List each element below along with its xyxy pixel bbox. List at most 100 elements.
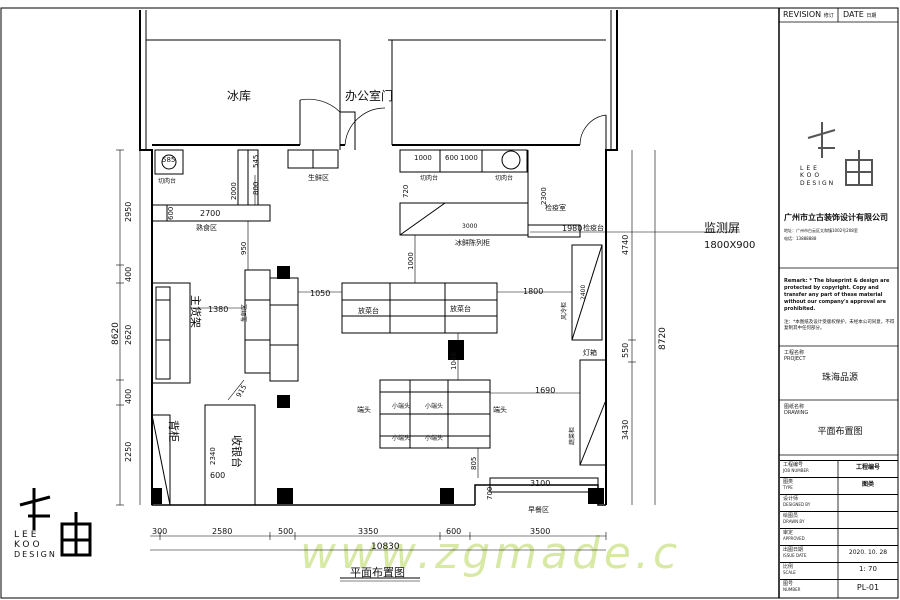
dim-2700: 2700: [200, 209, 220, 218]
job-label-en: JOB NUMBER: [783, 468, 809, 473]
watermark: www.zgmade.c: [300, 528, 682, 579]
remark-cn: 注：*本图纸及设计受版权保护，未经本公司同意，不得复制其中任何部分。: [784, 320, 895, 331]
scale-label: 比例: [783, 564, 794, 570]
dim-bottom-3: 3350: [358, 527, 378, 536]
dim-700: 700: [486, 487, 494, 500]
ice-display-cabinet: [399, 202, 529, 236]
date-cn: 日期: [866, 13, 877, 19]
number-row: 图号 NUMBER PL-01: [780, 579, 898, 598]
type-value: 图类: [861, 481, 874, 488]
number-label: 图号: [783, 581, 794, 587]
light-box-label: 灯箱: [583, 348, 597, 357]
dim-1050: 1050: [310, 289, 330, 298]
cutting-table-right1-label: 切肉台: [420, 174, 438, 182]
dim-bottom-2: 500: [278, 527, 293, 536]
dim-2000: 2000: [230, 182, 238, 200]
ice-cabinet-label: 冰鲜陈列柜: [455, 238, 490, 247]
dim-2340: 2340: [209, 447, 217, 465]
revision-cn: 修订: [823, 13, 834, 19]
approved-label: 审定: [783, 530, 794, 536]
cutting-table-right2-label: 切肉台: [495, 174, 513, 182]
corner-logo-line3: DESIGN: [14, 550, 57, 559]
dim-1380: 1380: [208, 305, 228, 314]
dim-left-c: 2620: [124, 325, 133, 345]
project-cell: 工程名称 PROJECT 珠海品源: [784, 350, 896, 383]
dim-545: 545: [252, 155, 260, 168]
small-end-cap-4: 小端头: [425, 434, 443, 442]
brand-line2: KOO: [800, 172, 823, 179]
scale-value: 1: 70: [859, 565, 877, 573]
drawn-row: 绘图员 DRAWN BY: [780, 511, 898, 528]
dim-2400: 2400: [580, 285, 587, 300]
issue-value: 2020. 10. 28: [848, 549, 888, 556]
job-value: 工程编号: [855, 464, 880, 471]
designer-label: 设计师: [783, 496, 799, 502]
dim-1000a: 1000: [407, 252, 415, 270]
date-label: DATE 日期: [843, 10, 876, 19]
number-label-en: NUMBER: [783, 587, 801, 592]
fresh-area-label: 生鲜区: [308, 173, 329, 182]
dim-950: 950: [240, 242, 248, 255]
drawing-cell: 图纸名称 DRAWING 平面布置图: [784, 404, 896, 437]
issue-label: 出图日期: [783, 547, 804, 553]
type-row: 图类 TYPE 图类: [780, 477, 898, 494]
dim-3100: 3100: [530, 479, 550, 488]
company-address: 地址：广州市白云区太和镇1002号208室: [784, 228, 858, 233]
project-value: 珠海品源: [821, 373, 858, 383]
dim-1980: 1980: [562, 224, 582, 233]
brand-line1: LEE: [800, 165, 820, 172]
drawing-title: 平面布置图: [350, 566, 405, 579]
dim-bottom-1: 2580: [212, 527, 232, 536]
approved-label-en: APPROVED: [783, 536, 805, 541]
dim-left-total: 8620: [111, 322, 121, 345]
cooked-food-label: 熟食区: [196, 223, 217, 232]
wall-right: [605, 10, 618, 151]
scale-row: 比例 SCALE 1: 70: [780, 562, 898, 579]
scale-label-en: SCALE: [783, 570, 796, 575]
cooked-food-counter: [151, 204, 271, 222]
dim-1800: 1800: [523, 287, 543, 296]
end-cap-label: 端头: [357, 405, 371, 414]
dim-bottom-4: 600: [446, 527, 461, 536]
drawn-label-en: DRAWN BY: [783, 519, 805, 524]
dim-3000: 3000: [462, 223, 477, 230]
dim-bottom-5: 3500: [530, 527, 550, 536]
monitor-screen-label: 监测屏: [704, 221, 740, 235]
dim-bottom-0: 300: [152, 527, 167, 536]
dim-720: 720: [402, 185, 410, 198]
dim-right-b: 550: [621, 343, 630, 358]
right-cabinet-top-label: 风冷柜: [560, 302, 568, 320]
drawing-value: 平面布置图: [817, 427, 863, 437]
corner-logo: LEE KOO DESIGN: [14, 530, 57, 560]
sheet-frame: [0, 7, 899, 599]
small-end-cap-2: 小端头: [425, 402, 443, 410]
type-label-en: TYPE: [783, 485, 793, 490]
remark-text: Remark: * The blueprint & design are pro…: [784, 278, 890, 312]
small-end-cap-1: 小端头: [392, 402, 410, 410]
dim-bottom-total: 10830: [371, 542, 400, 552]
dim-800: 800: [252, 182, 260, 195]
corner-logo-mark: [19, 488, 92, 557]
display-table-b-label: 放菜台: [450, 304, 471, 313]
end-cap-right-label: 端头: [493, 405, 507, 414]
cutting-table-left-label: 切肉台: [158, 177, 176, 185]
designer-label-en: DESIGNED BY: [783, 502, 811, 507]
shelf-left-label: 主货架: [189, 295, 203, 328]
dim-1000b: 1000: [414, 154, 432, 162]
issue-row: 出图日期 ISSUE DATE 2020. 10. 28: [780, 545, 898, 562]
breakfast-label: 早餐区: [528, 505, 549, 514]
job-row: 工程编号 JOB NUMBER 工程编号: [780, 460, 898, 477]
dim-right-c: 3430: [621, 420, 630, 440]
drawn-label: 绘图员: [783, 513, 799, 519]
dim-1040: 1040: [450, 352, 458, 370]
dim-2300: 2300: [540, 187, 548, 205]
project-label: 工程名称: [784, 350, 805, 356]
cashier-label: 收银台: [230, 435, 244, 468]
dim-915: 915: [235, 383, 249, 399]
quarantine-room-label: 检疫室: [545, 203, 566, 212]
approved-row: 审定 APPROVED: [780, 528, 898, 545]
wall-cold-room: [146, 39, 341, 150]
issue-label-en: ISSUE DATE: [783, 553, 807, 558]
dim-right-total: 8720: [658, 327, 668, 350]
